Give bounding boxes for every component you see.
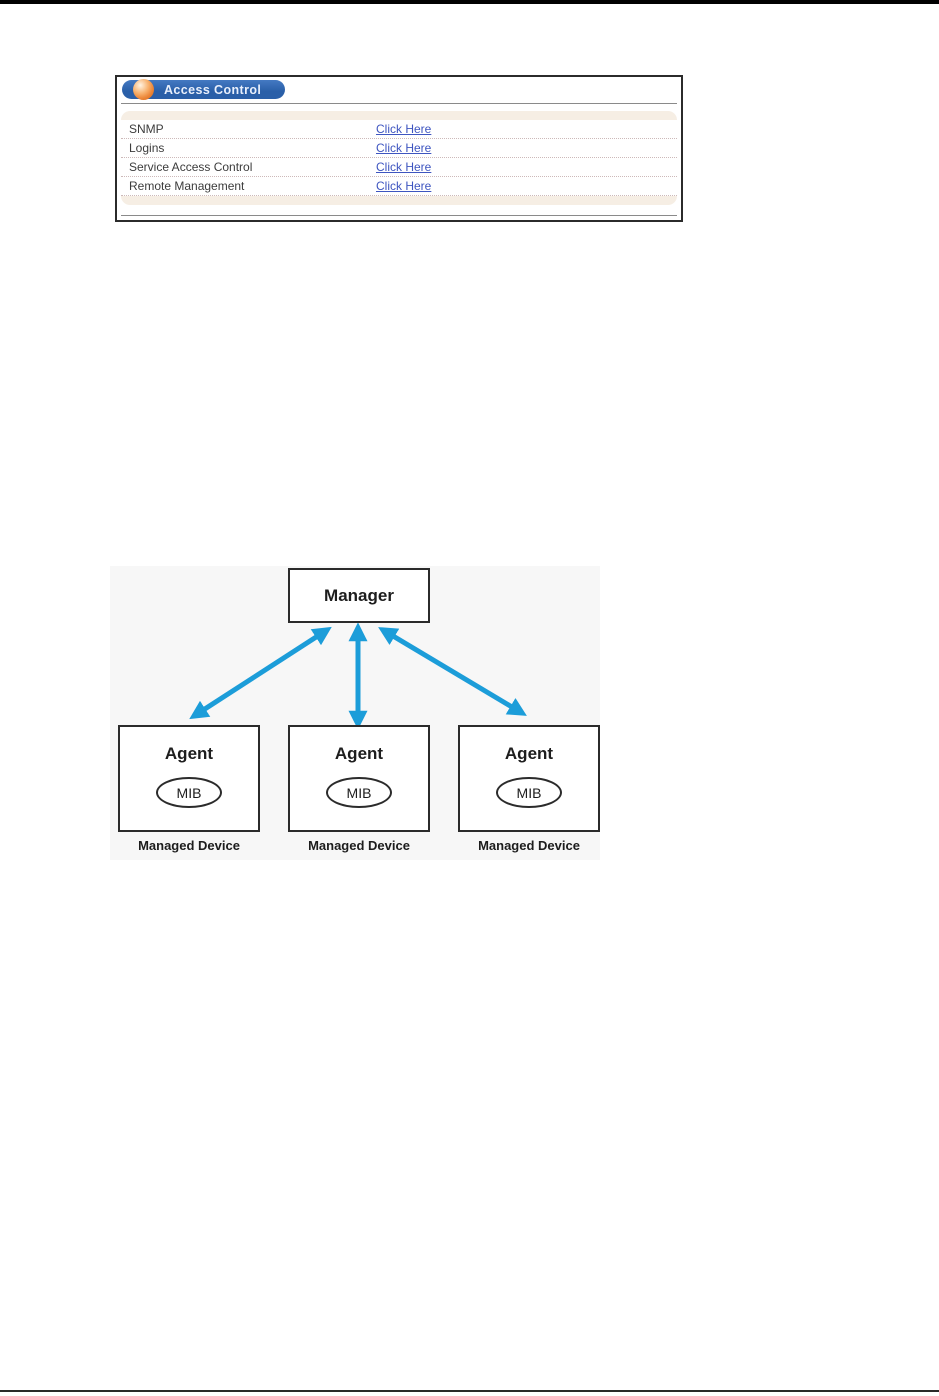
table-row: Remote Management Click Here [121,177,677,196]
managed-device-label: Managed Device [308,838,410,853]
agent-label: Agent [504,744,554,763]
mib-ellipse: MIB [326,777,392,808]
agent-label: Agent [164,744,214,763]
table-bottom-band [121,196,677,205]
access-control-table: SNMP Click Here Logins Click Here Servic… [121,111,677,205]
click-here-link[interactable]: Click Here [376,160,432,174]
click-here-link[interactable]: Click Here [376,179,432,193]
row-label: SNMP [129,122,164,136]
agent-box: Agent MIB [288,725,430,832]
page-top-rule [0,0,939,4]
table-row: Logins Click Here [121,139,677,158]
arrow-right [378,627,527,716]
agent-label: Agent [334,744,384,763]
access-control-title-bar: Access Control [122,78,285,100]
manager-label: Manager [324,585,394,605]
mib-ellipse: MIB [496,777,562,808]
mib-ellipse: MIB [156,777,222,808]
snmp-diagram: Manager Agent MIB Agent MIB Agent MIB Ma… [110,566,600,860]
click-here-link[interactable]: Click Here [376,141,432,155]
managed-device-label: Managed Device [478,838,580,853]
managed-device-label: Managed Device [138,838,240,853]
agent-box: Agent MIB [118,725,260,832]
click-here-link[interactable]: Click Here [376,122,432,136]
agent-box: Agent MIB [458,725,600,832]
access-control-panel: Access Control SNMP Click Here Logins Cl… [115,75,683,222]
row-label: Service Access Control [129,160,253,174]
manager-agent-arrows [189,622,527,730]
row-label: Logins [129,141,165,155]
row-label: Remote Management [129,179,245,193]
divider [121,215,677,216]
page-bottom-rule [0,1390,939,1392]
table-row: SNMP Click Here [121,120,677,139]
arrow-left [189,626,332,720]
manager-box: Manager [288,568,430,623]
divider [121,103,677,104]
orange-ball-icon [133,78,154,100]
panel-title: Access Control [164,82,262,97]
table-top-band [121,111,677,120]
table-row: Service Access Control Click Here [121,158,677,177]
